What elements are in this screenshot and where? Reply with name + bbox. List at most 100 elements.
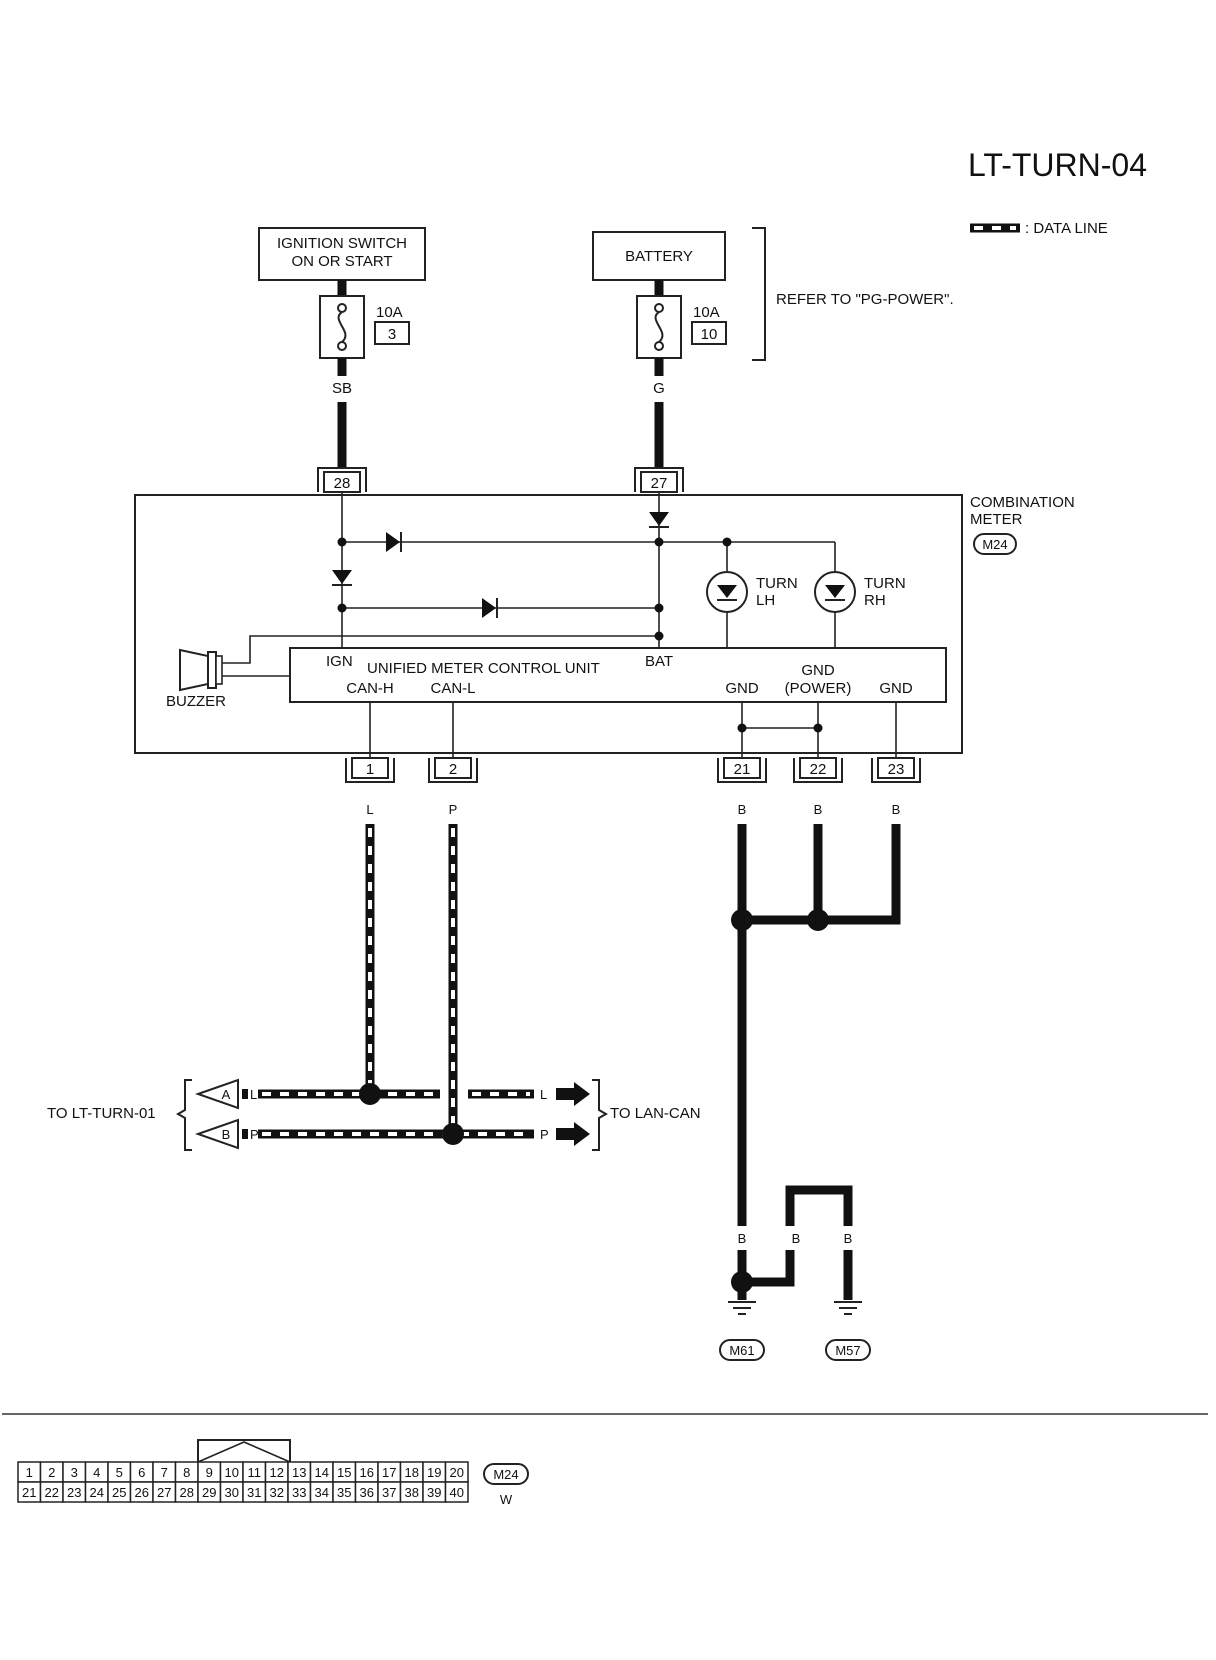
wire-color-sb: SB xyxy=(332,380,352,397)
refer-bracket: REFER TO "PG-POWER". xyxy=(752,227,954,361)
connector-cavity-number: 37 xyxy=(382,1485,396,1500)
connector-cavity: 19 xyxy=(422,1461,447,1483)
ground-m61-label: M61 xyxy=(729,1343,754,1358)
connector-cavity: 1 xyxy=(17,1461,42,1483)
turn-rh-lamp: TURN RH xyxy=(814,571,906,613)
refer-note: REFER TO "PG-POWER". xyxy=(776,291,954,308)
connector-face-color: W xyxy=(500,1492,513,1507)
pin-28-label: 28 xyxy=(334,475,351,492)
connector-cavity-number: 33 xyxy=(292,1485,306,1500)
connector-cavity-number: 11 xyxy=(248,1465,262,1480)
ground-m61-icon: M61 xyxy=(719,1301,765,1361)
connector-cavity-number: 29 xyxy=(202,1485,216,1500)
connector-cavity: 35 xyxy=(332,1481,357,1503)
ignition-label-2: ON OR START xyxy=(291,253,392,270)
turn-lh-label-1: TURN xyxy=(756,575,798,592)
connector-cavity: 13 xyxy=(287,1461,312,1483)
connector-cavity-number: 39 xyxy=(427,1485,441,1500)
battery-box: BATTERY xyxy=(592,231,726,281)
ground-m57-icon: M57 xyxy=(825,1301,871,1361)
diagram-title: LT-TURN-04 xyxy=(968,147,1147,183)
turn-lh-label-2: LH xyxy=(756,592,775,609)
connector-cavity: 25 xyxy=(107,1481,132,1503)
connector-cavity-number: 30 xyxy=(225,1485,239,1500)
connector-cavity-number: 20 xyxy=(450,1465,464,1480)
connector-pin-1: 1 L xyxy=(345,757,395,817)
connector-cavity: 21 xyxy=(17,1481,42,1503)
fuse-3-rating: 10A xyxy=(376,304,403,321)
connector-cavity: 11 xyxy=(242,1461,267,1483)
left-p-label: P xyxy=(250,1127,259,1142)
connector-cavity: 2 xyxy=(39,1461,64,1483)
can-left-side: TO LT-TURN-01 A B L P xyxy=(47,1078,259,1151)
connector-cavity-number: 35 xyxy=(337,1485,351,1500)
connector-cavity: 40 xyxy=(444,1481,469,1503)
gnd-label-2: GND xyxy=(879,680,913,697)
meter-name-1: COMBINATION xyxy=(970,494,1075,511)
connector-cavity-number: 15 xyxy=(337,1465,351,1480)
connector-cavity: 29 xyxy=(197,1481,222,1503)
connector-cavity: 38 xyxy=(399,1481,424,1503)
gnd-power-label-1: GND xyxy=(801,662,835,679)
meter-internal-wiring xyxy=(222,492,836,677)
connector-cavity: 28 xyxy=(174,1481,199,1503)
to-lt-turn-01-label: TO LT-TURN-01 xyxy=(47,1105,156,1122)
connector-cavity-number: 5 xyxy=(116,1465,123,1480)
wire-l-label: L xyxy=(366,802,373,817)
connector-cavity: 31 xyxy=(242,1481,267,1503)
connector-face-name: M24 xyxy=(493,1467,518,1482)
connector-cavity-number: 25 xyxy=(112,1485,126,1500)
connector-cavity: 24 xyxy=(84,1481,109,1503)
connector-pin-27: 27 xyxy=(634,467,684,493)
can-h-label: CAN-H xyxy=(346,680,394,697)
connector-cavity-number: 9 xyxy=(206,1465,213,1480)
can-data-lines xyxy=(258,824,534,1145)
connector-cavity: 15 xyxy=(332,1461,357,1483)
wire-b-23-label: B xyxy=(892,802,901,817)
turn-rh-label-2: RH xyxy=(864,592,886,609)
connector-pin-2: 2 P xyxy=(428,757,478,817)
ignition-label-1: IGNITION SWITCH xyxy=(277,235,407,252)
connector-cavity: 7 xyxy=(152,1461,177,1483)
connector-cavity-number: 13 xyxy=(292,1465,306,1480)
meter-connector-label: M24 xyxy=(982,537,1007,552)
battery-label: BATTERY xyxy=(625,248,693,265)
connector-cavity-number: 12 xyxy=(270,1465,284,1480)
connector-cavity-number: 2 xyxy=(48,1465,55,1480)
ground-wire-b-2: B xyxy=(792,1231,801,1246)
pin-22-label: 22 xyxy=(810,761,827,778)
buzzer-icon: BUZZER xyxy=(166,648,226,710)
connector-cavity: 17 xyxy=(377,1461,402,1483)
ground-m57-label: M57 xyxy=(835,1343,860,1358)
connector-cavity: 16 xyxy=(354,1461,379,1483)
ground-wiring: B B B xyxy=(731,824,901,1300)
connector-cavity-number: 28 xyxy=(180,1485,194,1500)
connector-cavity: 23 xyxy=(62,1481,87,1503)
connector-pin-28: 28 xyxy=(317,467,367,493)
to-lan-can-label: TO LAN-CAN xyxy=(610,1105,701,1122)
wire-b-21-label: B xyxy=(738,802,747,817)
connector-cavity-number: 21 xyxy=(22,1485,36,1500)
connector-cavity-number: 6 xyxy=(138,1465,145,1480)
fuse-3-number: 3 xyxy=(388,326,396,343)
turn-rh-label-1: TURN xyxy=(864,575,906,592)
left-l-label: L xyxy=(250,1087,257,1102)
connector-cavity-number: 23 xyxy=(67,1485,81,1500)
pin-1-label: 1 xyxy=(366,761,374,778)
meter-name-2: METER xyxy=(970,511,1023,528)
connector-cavity-number: 18 xyxy=(405,1465,419,1480)
fuse-10: 10A 10 G xyxy=(636,280,727,468)
connector-cavity: 39 xyxy=(422,1481,447,1503)
connector-cavity: 22 xyxy=(39,1481,64,1503)
connector-cavity-number: 27 xyxy=(157,1485,171,1500)
connector-cavity-number: 7 xyxy=(161,1465,168,1480)
connector-cavity-number: 14 xyxy=(315,1465,329,1480)
connector-cavity-number: 4 xyxy=(93,1465,100,1480)
connector-cavity: 20 xyxy=(444,1461,469,1483)
connector-cavity: 12 xyxy=(264,1461,289,1483)
connector-pin-22: 22 B xyxy=(793,757,843,817)
arrow-b-label: B xyxy=(222,1127,231,1142)
connector-cavity: 30 xyxy=(219,1481,244,1503)
connector-cavity: 5 xyxy=(107,1461,132,1483)
can-l-label: CAN-L xyxy=(430,680,475,697)
